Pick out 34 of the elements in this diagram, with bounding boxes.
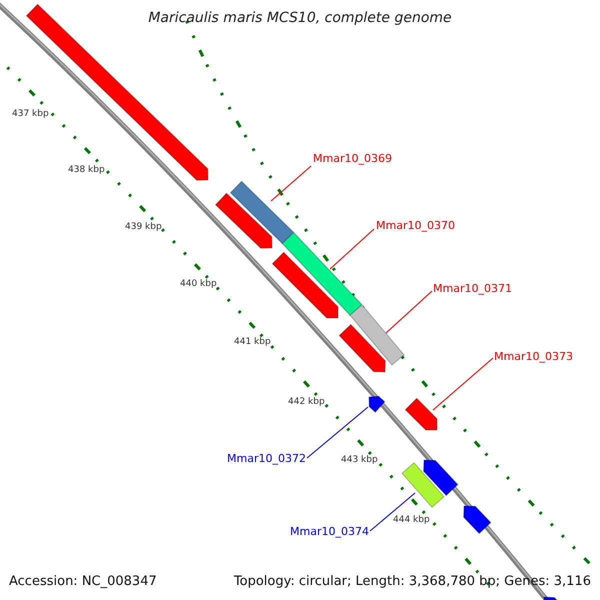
leader-line xyxy=(370,492,416,532)
gene-feature xyxy=(423,459,458,496)
gene-feature xyxy=(230,180,294,244)
accession-text: Accession: NC_008347 xyxy=(9,575,157,588)
tick-label: 438 kbp xyxy=(68,166,105,175)
leader-line xyxy=(306,406,368,458)
gene-feature xyxy=(463,505,492,534)
leader-line xyxy=(386,290,432,334)
leader-line xyxy=(330,228,374,270)
gene-label: Mmar10_0371 xyxy=(433,283,512,294)
gene-feature xyxy=(214,192,272,249)
tick-label: 441 kbp xyxy=(234,338,271,347)
tick-label: 440 kbp xyxy=(180,280,217,289)
gene-label: Mmar10_0372 xyxy=(227,453,306,464)
tick-label: 442 kbp xyxy=(288,398,325,407)
gene-feature xyxy=(272,252,338,318)
tick-label: 443 kbp xyxy=(341,456,378,465)
tick-label: 439 kbp xyxy=(125,223,162,232)
gene-label: Mmar10_0374 xyxy=(290,526,369,537)
tick-label: 444 kbp xyxy=(393,516,430,525)
gene-feature xyxy=(338,324,386,373)
gene-feature xyxy=(349,304,405,366)
gene-feature xyxy=(368,396,386,413)
leader-line xyxy=(432,358,494,410)
gene-label: Mmar10_0370 xyxy=(376,220,455,231)
leader-line xyxy=(270,166,312,202)
diagram-title: Maricaulis maris MCS10, complete genome xyxy=(148,10,452,26)
genome-summary-text: Topology: circular; Length: 3,368,780 bp; Genes: 3,116 xyxy=(234,575,591,588)
gene-label: Mmar10_0373 xyxy=(494,351,573,362)
gene-label: Mmar10_0369 xyxy=(313,153,392,164)
tick-label: 437 kbp xyxy=(12,110,49,119)
gene-feature xyxy=(282,232,362,316)
gene-feature xyxy=(404,398,438,430)
gene-feature xyxy=(401,462,445,508)
